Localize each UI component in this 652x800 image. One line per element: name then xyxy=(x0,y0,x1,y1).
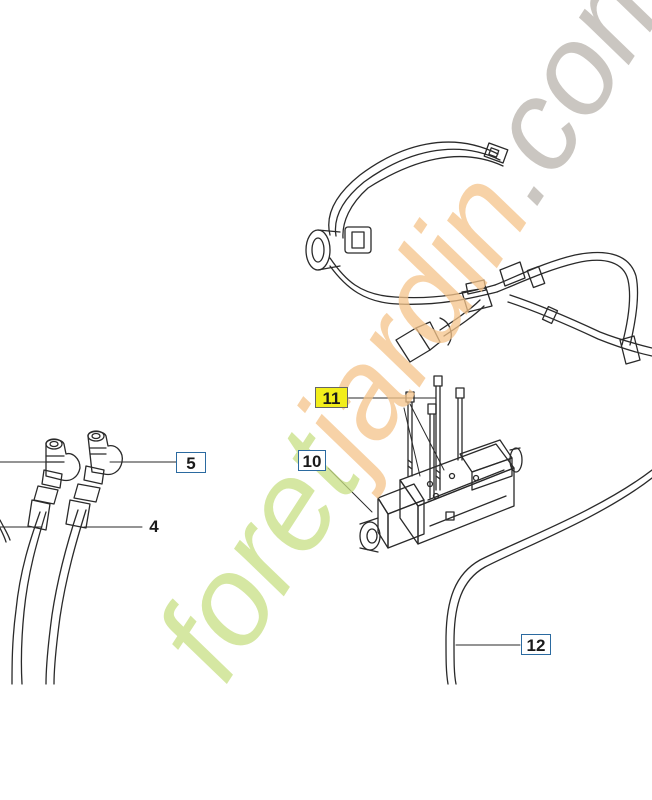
wire-harness xyxy=(305,141,509,271)
callout-10: 10 xyxy=(298,450,326,471)
callout-4: 4 xyxy=(149,517,159,536)
leader-lines xyxy=(0,397,521,646)
bolts xyxy=(405,375,465,499)
callout-12: 12 xyxy=(521,634,551,655)
callout-5: 5 xyxy=(176,452,206,473)
main-harness-loop xyxy=(329,251,652,365)
harness-connectors xyxy=(395,279,493,363)
hoses-left xyxy=(0,483,101,685)
hose-long xyxy=(445,469,652,685)
solenoid-valve xyxy=(359,439,523,553)
elbow-fittings xyxy=(41,430,123,489)
callout-11: 11 xyxy=(315,387,348,408)
